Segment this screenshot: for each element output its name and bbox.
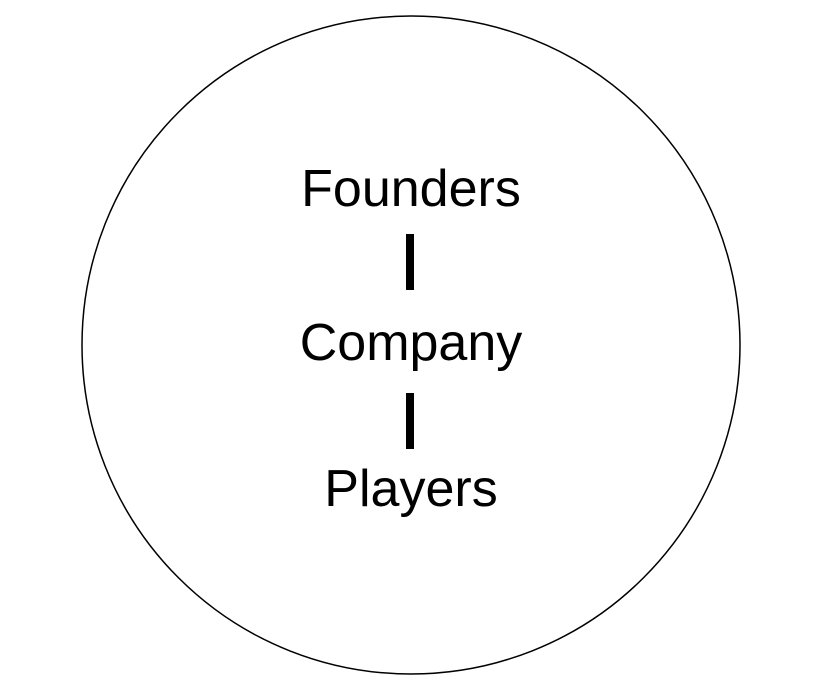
node-founders: Founders (301, 160, 521, 218)
node-players: Players (324, 460, 497, 518)
enclosing-circle (81, 15, 741, 675)
node-company: Company (300, 314, 523, 372)
